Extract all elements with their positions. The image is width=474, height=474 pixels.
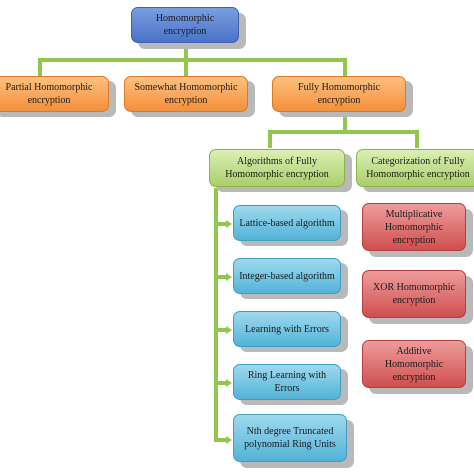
algorithms-group-label: Algorithms of Fully Homomorphic encrypti… — [225, 156, 329, 180]
root-node-label: Homomorphic encryption — [155, 13, 215, 37]
learning-with-errors-node: Learning with Errors — [233, 311, 341, 347]
multiplicative-node: Multiplicative Homomorphic encryption — [362, 203, 466, 251]
connector-level1-bar — [38, 58, 347, 62]
xor-node: XOR Homomorphic encryption — [362, 270, 466, 318]
connector-branch-lwe — [214, 328, 226, 332]
connector-branch-ntru — [214, 438, 226, 442]
connector-level2-bar — [268, 130, 419, 134]
fully-homomorphic-label: Fully Homomorphic encryption — [298, 82, 380, 106]
partial-homomorphic-label: Partial Homomorphic encryption — [5, 82, 93, 106]
fully-homomorphic-node: Fully Homomorphic encryption — [272, 76, 406, 112]
lattice-based-node: Lattice-based algorithm — [233, 205, 341, 241]
connector-to-algorithms — [268, 130, 272, 148]
connector-branch-integer — [214, 275, 226, 279]
connector-branch-lattice — [214, 222, 226, 226]
connector-to-somewhat — [184, 58, 188, 76]
integer-based-node: Integer-based algorithm — [233, 258, 341, 294]
connector-root-down — [184, 44, 188, 60]
xor-label: XOR Homomorphic encryption — [373, 282, 455, 306]
connector-to-categorization — [415, 130, 419, 148]
lattice-based-label: Lattice-based algorithm — [239, 217, 335, 229]
ntru-node: Nth degree Truncated polynomial Ring Uni… — [233, 414, 347, 462]
categorization-group-label: Categorization of Fully Homomorphic encr… — [366, 156, 470, 180]
connector-to-fully — [343, 58, 347, 76]
connector-to-partial — [38, 58, 42, 76]
connector-branch-rlwe — [214, 381, 226, 385]
learning-with-errors-label: Learning with Errors — [245, 323, 329, 335]
ring-learning-with-errors-node: Ring Learning with Errors — [233, 364, 341, 400]
arrow-lattice — [226, 220, 232, 228]
connector-fully-down — [343, 114, 347, 132]
multiplicative-label: Multiplicative Homomorphic encryption — [384, 208, 444, 246]
somewhat-homomorphic-node: Somewhat Homomorphic encryption — [124, 76, 248, 112]
additive-label: Additive Homomorphic encryption — [384, 345, 444, 383]
connector-algorithms-spine — [214, 188, 218, 442]
arrow-integer — [226, 273, 232, 281]
root-node: Homomorphic encryption — [131, 7, 239, 43]
somewhat-homomorphic-label: Somewhat Homomorphic encryption — [134, 82, 238, 106]
arrow-rlwe — [226, 379, 232, 387]
arrow-lwe — [226, 326, 232, 334]
partial-homomorphic-node: Partial Homomorphic encryption — [0, 76, 109, 112]
ntru-label: Nth degree Truncated polynomial Ring Uni… — [244, 426, 336, 450]
ring-learning-with-errors-label: Ring Learning with Errors — [247, 370, 327, 394]
additive-node: Additive Homomorphic encryption — [362, 340, 466, 388]
categorization-group-node: Categorization of Fully Homomorphic encr… — [356, 149, 474, 187]
algorithms-group-node: Algorithms of Fully Homomorphic encrypti… — [209, 149, 345, 187]
integer-based-label: Integer-based algorithm — [239, 270, 335, 282]
arrow-ntru — [226, 436, 232, 444]
